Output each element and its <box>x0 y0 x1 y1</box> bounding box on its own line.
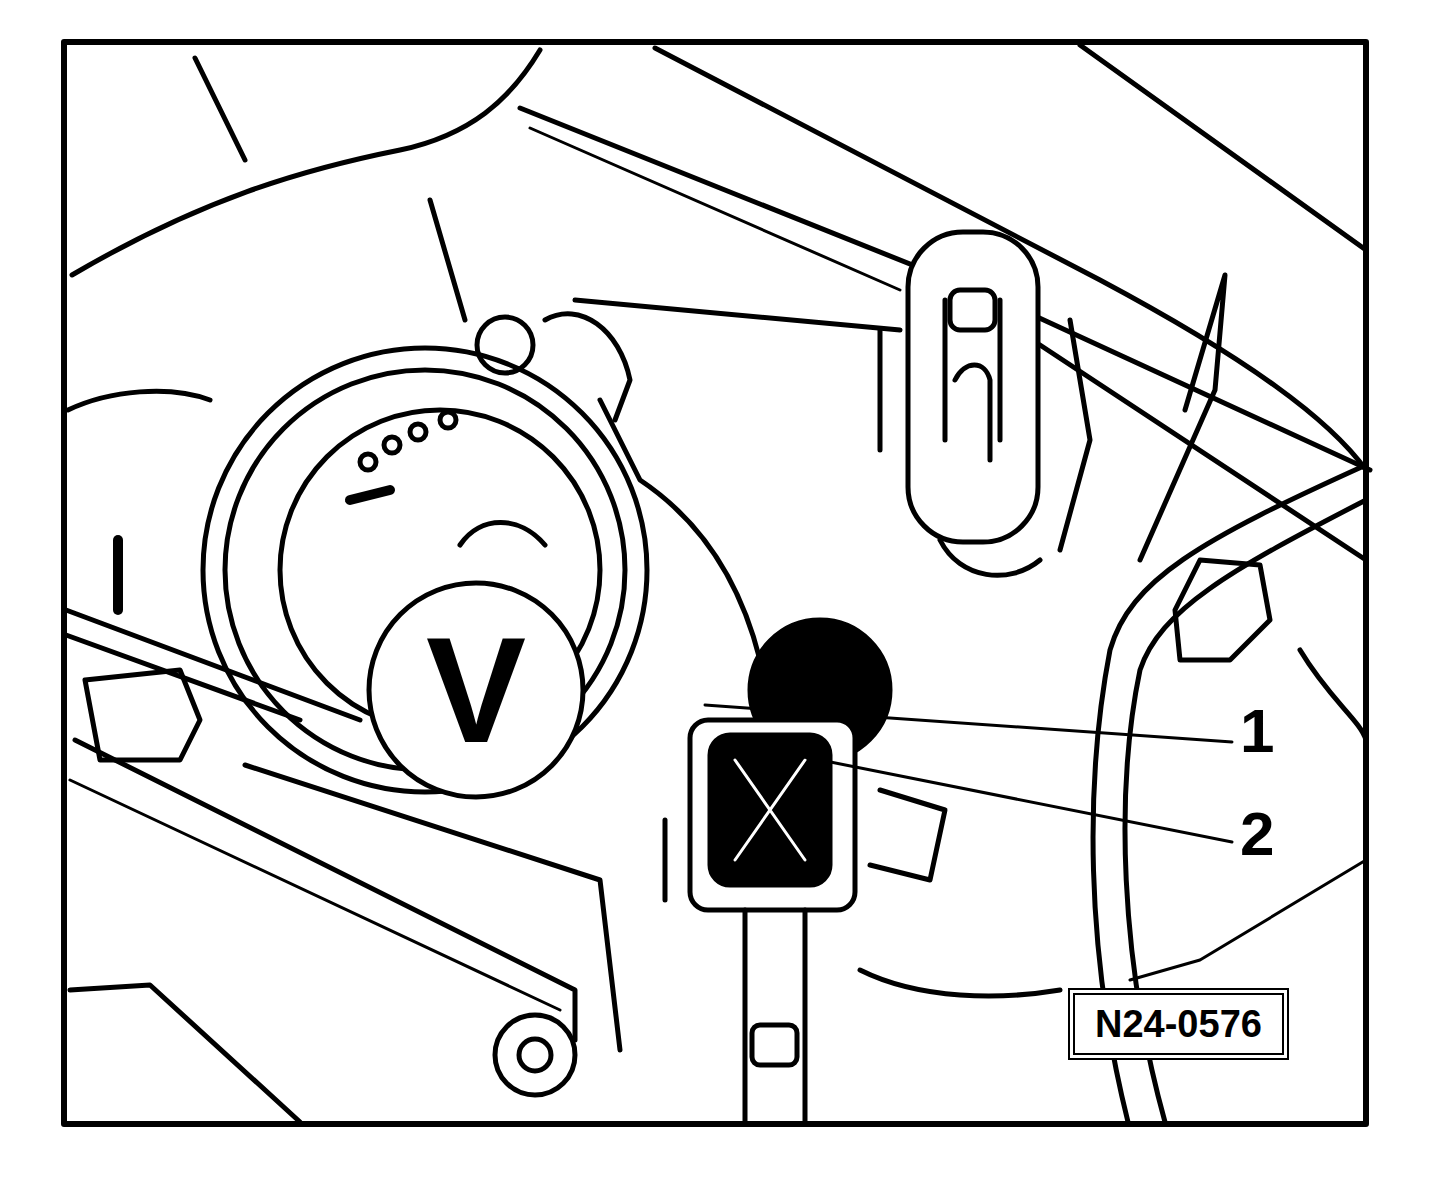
bar <box>70 780 560 1010</box>
figure-number: N24-0576 <box>1095 1005 1262 1043</box>
bracket <box>85 670 200 760</box>
connector-plug <box>880 320 1090 550</box>
body-edge <box>68 391 210 410</box>
callout-number: 1 <box>1240 696 1274 765</box>
bar <box>66 610 360 720</box>
bar <box>245 765 620 1050</box>
stem <box>745 910 805 1122</box>
bolt <box>519 1039 551 1071</box>
hole <box>440 412 456 428</box>
sensor-plug <box>735 760 805 860</box>
sensor-plug <box>663 820 668 900</box>
connector-plug <box>940 540 1040 575</box>
stem <box>752 1025 797 1065</box>
body-edge <box>195 58 245 160</box>
leader-line <box>705 705 1232 742</box>
leader-line <box>720 740 1232 842</box>
figure-number-box: N24-0576 <box>1068 988 1289 1060</box>
body-edge <box>1080 45 1366 250</box>
housing-mark <box>350 490 390 500</box>
callout-number: 2 <box>1240 799 1274 868</box>
body-edge <box>70 985 300 1122</box>
view-letter: V <box>426 615 526 765</box>
fitting <box>545 314 630 420</box>
hole <box>410 424 426 440</box>
body-edge <box>113 540 123 610</box>
connector-plug <box>908 232 1038 542</box>
bolt <box>495 1015 575 1095</box>
body-edge <box>575 300 900 330</box>
circle-outline <box>369 583 583 797</box>
body-edge <box>600 400 760 660</box>
sensor-plug <box>690 720 855 910</box>
view-marker: V <box>366 580 586 800</box>
body-edge <box>860 970 1060 996</box>
housing-ring <box>460 523 545 546</box>
fitting <box>477 317 533 373</box>
callout-number-holder: 2 <box>1240 803 1274 865</box>
pipe <box>1093 465 1366 1122</box>
callout-number-holder: 1 <box>1240 700 1274 762</box>
hole <box>360 454 376 470</box>
tab <box>1140 275 1225 560</box>
body-edge <box>430 200 465 320</box>
clip <box>1175 560 1270 660</box>
body-edge <box>530 128 900 290</box>
hole <box>384 437 400 453</box>
body-edge <box>1300 650 1366 740</box>
connector-plug <box>950 290 995 330</box>
body-edge <box>72 50 540 275</box>
body-edge <box>1130 860 1366 980</box>
frame <box>64 42 1366 1124</box>
sensor-latch <box>870 790 945 880</box>
